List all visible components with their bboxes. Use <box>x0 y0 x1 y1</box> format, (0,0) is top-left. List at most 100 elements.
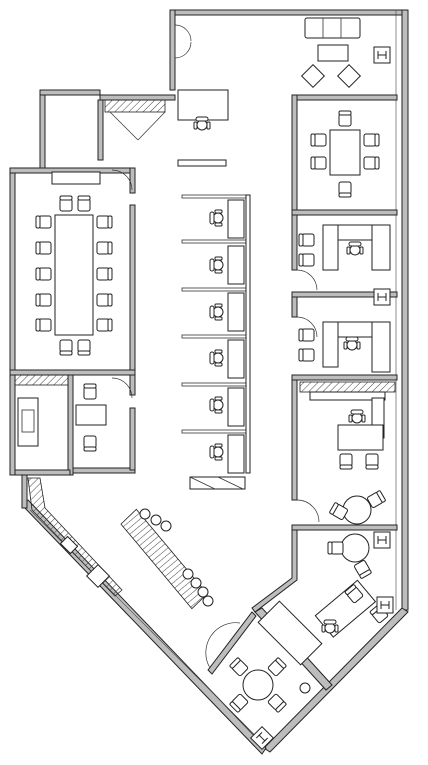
chair <box>327 541 344 555</box>
task-chair <box>321 619 339 634</box>
desk <box>257 600 323 666</box>
chair <box>83 383 97 400</box>
h-marker-icon <box>373 531 391 549</box>
shelving <box>14 374 71 386</box>
chair <box>96 215 113 229</box>
chair <box>310 133 327 147</box>
workstation <box>227 292 245 332</box>
desk <box>322 321 339 368</box>
chair <box>363 156 380 170</box>
bench <box>177 159 227 167</box>
task-chair <box>209 396 224 414</box>
stool <box>197 586 209 598</box>
chair <box>310 156 327 170</box>
credenza <box>371 321 391 373</box>
task-chair <box>343 336 361 351</box>
chair <box>59 195 73 212</box>
h-marker-icon <box>376 596 394 614</box>
files <box>299 381 396 393</box>
reception <box>177 89 229 167</box>
reception-desk <box>177 89 229 121</box>
credenza <box>51 171 101 185</box>
chair <box>96 267 113 281</box>
chair <box>35 215 52 229</box>
entry-doors <box>174 24 192 59</box>
chair <box>96 241 113 255</box>
chair <box>35 293 52 307</box>
meeting-room-top-right <box>291 94 398 216</box>
sofa <box>304 17 361 39</box>
chair <box>353 559 373 580</box>
chair <box>35 267 52 281</box>
task-chair <box>209 443 224 461</box>
open-office-right <box>291 379 398 580</box>
h-marker-icon <box>373 46 391 64</box>
chair <box>83 435 97 452</box>
chair <box>77 195 91 212</box>
task-chair <box>346 241 364 256</box>
lounge-chair <box>336 63 362 89</box>
misc-walls <box>9 374 16 476</box>
office-right-1 <box>291 214 398 306</box>
guest-chair <box>298 253 315 267</box>
office-bottom-diagonal <box>251 529 394 694</box>
stool <box>139 508 151 520</box>
chair <box>267 656 288 677</box>
guest-chair <box>339 453 353 470</box>
chair <box>338 181 352 198</box>
desk <box>337 424 384 451</box>
kitchen-counter <box>27 477 123 597</box>
top-lounge <box>300 17 391 89</box>
workstation-bank <box>181 194 251 490</box>
task-chair <box>348 409 366 424</box>
desk <box>322 224 339 271</box>
credenza <box>371 224 391 271</box>
desk <box>75 404 107 426</box>
sink <box>59 535 79 555</box>
chair <box>59 339 73 356</box>
round-table-room <box>205 611 288 750</box>
stool <box>182 568 194 580</box>
guest-chair <box>298 328 315 342</box>
workstation <box>227 434 245 474</box>
small-office-left <box>9 374 136 476</box>
conference-room <box>9 167 136 376</box>
plant <box>299 682 311 694</box>
workstation <box>227 339 245 379</box>
stool <box>150 514 162 526</box>
h-marker-icon <box>373 288 391 306</box>
task-chair <box>209 256 224 274</box>
kitchen-pantry <box>27 477 123 597</box>
chair <box>96 318 113 332</box>
file-cabinets <box>189 476 246 490</box>
meeting-table <box>329 129 361 176</box>
chair <box>96 293 113 307</box>
stool <box>190 577 202 589</box>
refrigerator <box>85 563 111 589</box>
chair <box>363 133 380 147</box>
outer-walls <box>9 9 409 755</box>
break-bar <box>120 508 214 610</box>
workstation <box>227 199 245 239</box>
shelving <box>104 99 166 113</box>
round-table <box>340 533 370 563</box>
task-chair <box>209 349 224 367</box>
storage-room <box>97 94 176 161</box>
task-chair <box>209 209 224 227</box>
guest-chair <box>298 348 315 362</box>
chair <box>228 656 249 677</box>
lounge-chair <box>300 63 326 89</box>
stool <box>160 520 172 532</box>
guest-chair <box>365 453 379 470</box>
copier <box>17 397 39 447</box>
stool <box>202 595 214 607</box>
guest-chair <box>298 233 315 247</box>
chair <box>267 693 288 714</box>
conference-table <box>54 214 94 336</box>
task-chair <box>209 303 224 321</box>
chair <box>77 339 91 356</box>
chair <box>35 318 52 332</box>
workstation <box>227 387 245 427</box>
chair <box>35 241 52 255</box>
